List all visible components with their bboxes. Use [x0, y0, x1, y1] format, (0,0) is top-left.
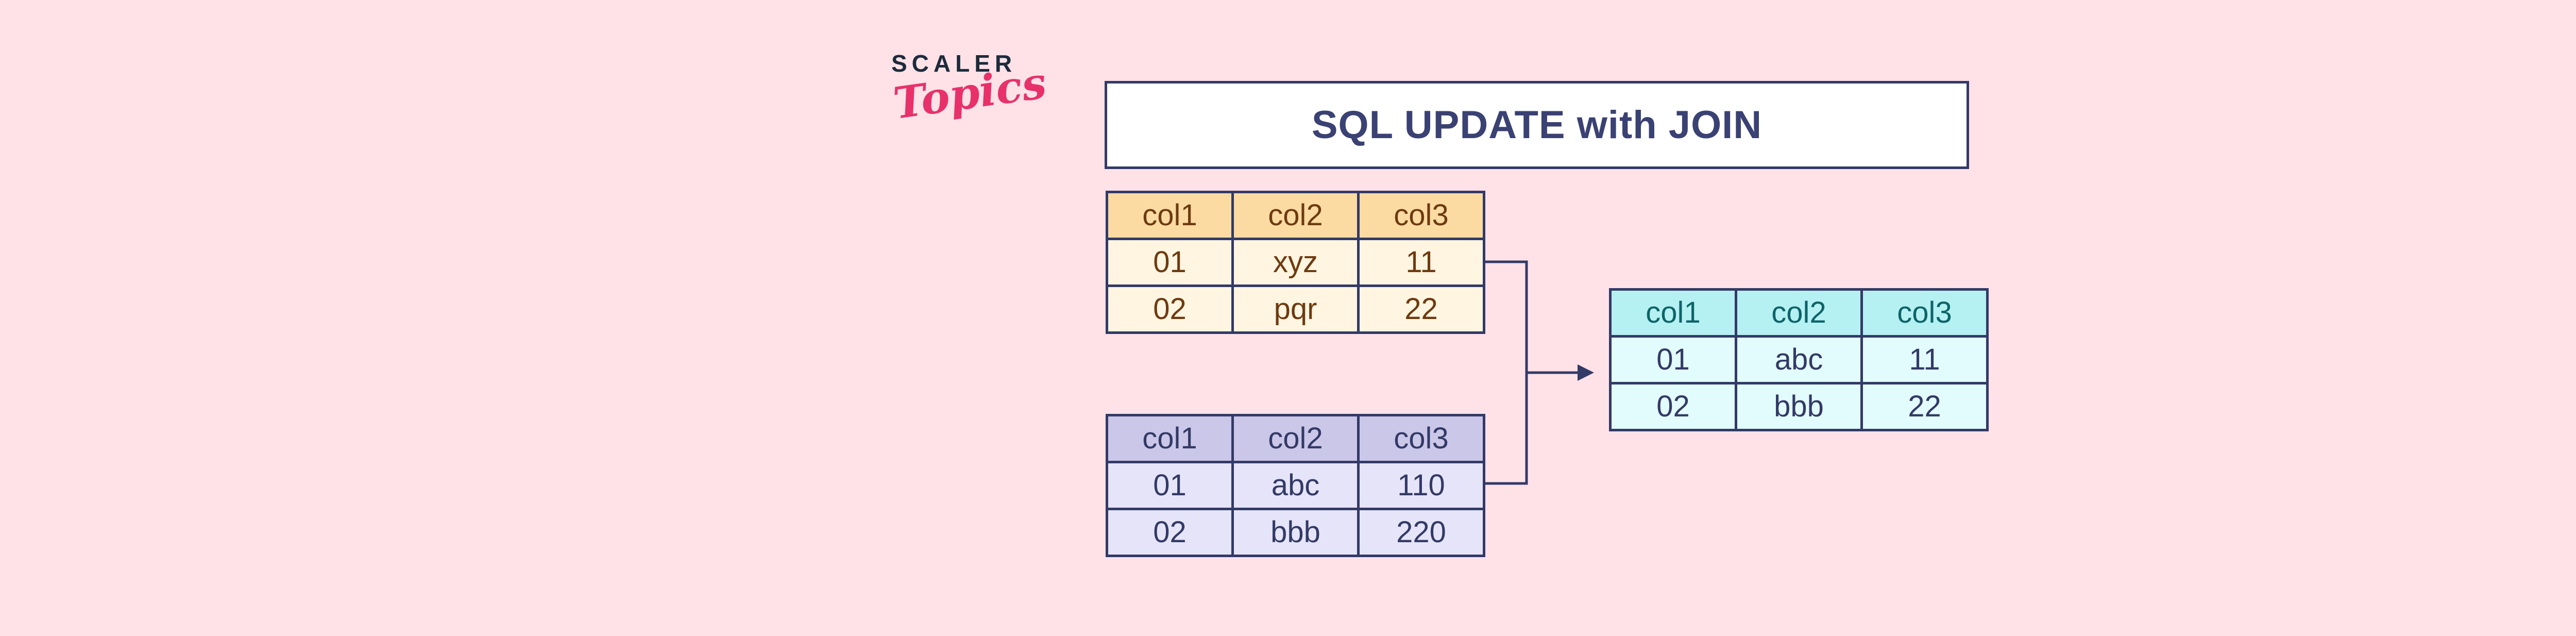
arrow-head-icon [1578, 364, 1594, 381]
table-cell: 02 [1106, 508, 1234, 557]
table-row: 01 abc 110 [1106, 461, 1485, 510]
table-cell: 22 [1357, 284, 1485, 334]
table-cell: 11 [1860, 335, 1989, 384]
table-row: 02 bbb 220 [1106, 508, 1485, 557]
join-table-purple: col1 col2 col3 01 abc 110 02 bbb 220 [1106, 414, 1485, 557]
table-cell: abc [1735, 335, 1863, 384]
table-cell: xyz [1231, 238, 1360, 287]
result-table-cyan: col1 col2 col3 01 abc 11 02 bbb 22 [1609, 288, 1989, 431]
table-row: 02 bbb 22 [1609, 382, 1989, 431]
page-title: SQL UPDATE with JOIN [1311, 103, 1762, 147]
table-header-cell: col2 [1735, 288, 1863, 338]
table-cell: 02 [1106, 284, 1234, 334]
title-banner: SQL UPDATE with JOIN [1105, 81, 1969, 169]
table-header-cell: col2 [1231, 191, 1360, 240]
table-header-cell: col1 [1106, 414, 1234, 463]
table-header-row: col1 col2 col3 [1106, 414, 1485, 463]
table-header-row: col1 col2 col3 [1106, 191, 1485, 240]
table-row: 01 xyz 11 [1106, 238, 1485, 287]
table-row: 02 pqr 22 [1106, 284, 1485, 334]
table-cell: pqr [1231, 284, 1360, 334]
table-header-row: col1 col2 col3 [1609, 288, 1989, 338]
table-cell: 110 [1357, 461, 1485, 510]
table-row: 01 abc 11 [1609, 335, 1989, 384]
scaler-topics-logo: SCALER Topics [890, 49, 1049, 129]
table-cell: 01 [1106, 461, 1234, 510]
table-cell: 22 [1860, 382, 1989, 431]
table-cell: bbb [1735, 382, 1863, 431]
table-cell: 11 [1357, 238, 1485, 287]
table-cell: 02 [1609, 382, 1737, 431]
table-header-cell: col1 [1609, 288, 1737, 338]
table-header-cell: col3 [1357, 414, 1485, 463]
table-cell: abc [1231, 461, 1360, 510]
source-table-orange: col1 col2 col3 01 xyz 11 02 pqr 22 [1106, 191, 1485, 334]
table-cell: 220 [1357, 508, 1485, 557]
table-cell: 01 [1106, 238, 1234, 287]
table-header-cell: col3 [1860, 288, 1989, 338]
table-header-cell: col1 [1106, 191, 1234, 240]
table-cell: 01 [1609, 335, 1737, 384]
connector-bracket-line [1483, 260, 1528, 485]
logo-brand-text: SCALER [891, 50, 1017, 77]
table-header-cell: col3 [1357, 191, 1485, 240]
table-cell: bbb [1231, 508, 1360, 557]
table-header-cell: col2 [1231, 414, 1360, 463]
